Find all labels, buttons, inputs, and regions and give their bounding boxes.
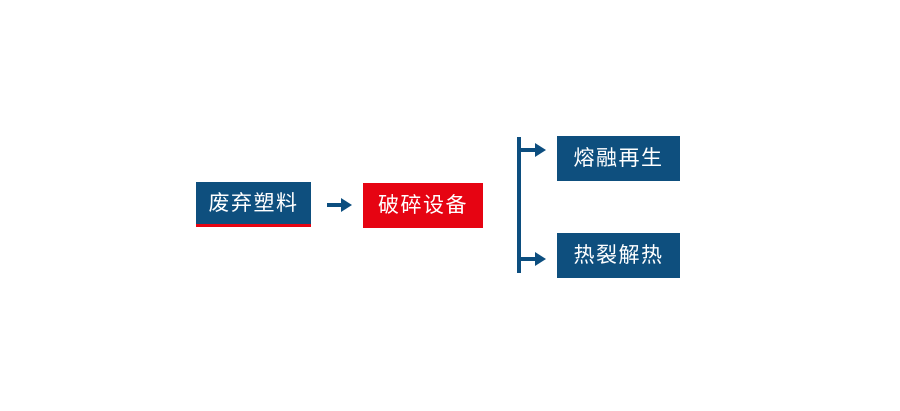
node-waste-plastic: 废弃塑料 bbox=[196, 182, 311, 227]
node-label: 熔融再生 bbox=[573, 146, 664, 170]
node-label: 热裂解热 bbox=[573, 243, 664, 267]
arrow-right-icon bbox=[327, 198, 352, 212]
node-pyrolysis: 热裂解热 bbox=[557, 233, 680, 278]
node-label: 破碎设备 bbox=[378, 193, 468, 217]
node-melt-regeneration: 熔融再生 bbox=[557, 136, 680, 181]
branch-arrow-top-icon bbox=[519, 143, 546, 157]
node-crushing-equipment: 破碎设备 bbox=[363, 183, 483, 228]
branch-arrow-bottom-icon bbox=[519, 252, 546, 266]
node-label: 废弃塑料 bbox=[208, 190, 299, 215]
